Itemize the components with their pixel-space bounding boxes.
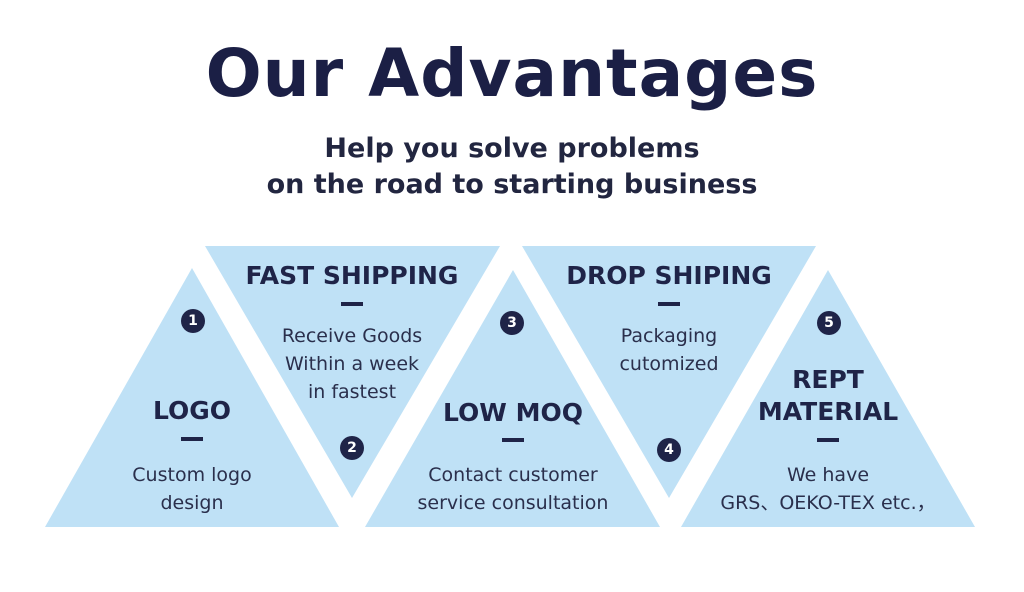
number-badge-5: 5 — [817, 311, 841, 335]
triangle-low-moq — [365, 270, 660, 527]
advantage-desc-logo-2: design — [160, 492, 224, 514]
advantage-desc-rept-material-2: GRS、OEKO-TEX etc.， — [720, 492, 936, 514]
heading-dash — [658, 302, 680, 306]
number-badge-1: 1 — [181, 309, 205, 333]
advantage-heading-drop-shipping: DROP SHIPING — [566, 261, 772, 290]
advantage-desc-low-moq-2: service consultation — [417, 492, 609, 514]
heading-dash — [341, 302, 363, 306]
advantage-desc-fast-shipping-2: Within a week — [284, 353, 420, 375]
advantage-desc-fast-shipping-3: in fastest — [307, 381, 397, 403]
advantage-heading-low-moq: LOW MOQ — [443, 398, 583, 427]
advantage-desc-drop-shipping-1: Packaging — [620, 325, 718, 347]
advantage-heading-fast-shipping: FAST SHIPPING — [245, 261, 459, 290]
advantage-heading-material: MATERIAL — [757, 397, 899, 426]
advantage-desc-rept-material-1: We have — [786, 464, 870, 486]
number-badge-3: 3 — [500, 311, 524, 335]
page-subtitle: Help you solve problems on the road to s… — [0, 131, 1024, 203]
advantage-desc-logo-1: Custom logo — [132, 464, 252, 486]
advantage-desc-low-moq-1: Contact customer — [428, 464, 598, 486]
triangle-logo — [45, 268, 339, 527]
heading-dash — [502, 438, 524, 442]
number-badge-2: 2 — [340, 436, 364, 460]
advantage-desc-drop-shipping-2: cutomized — [619, 353, 719, 375]
advantage-heading-rept: REPT — [792, 365, 864, 394]
subtitle-line-2: on the road to starting business — [266, 169, 758, 200]
page-title: Our Advantages — [205, 35, 819, 112]
advantage-heading-logo: LOGO — [152, 396, 232, 425]
triangle-drop-shipping — [522, 246, 816, 498]
heading-dash — [181, 437, 203, 441]
heading-dash — [817, 438, 839, 442]
advantage-desc-fast-shipping-1: Receive Goods — [281, 325, 423, 347]
triangle-rept-material — [681, 270, 975, 527]
number-badge-4: 4 — [657, 438, 681, 462]
subtitle-line-1: Help you solve problems — [324, 133, 700, 164]
triangle-fast-shipping — [205, 246, 500, 498]
